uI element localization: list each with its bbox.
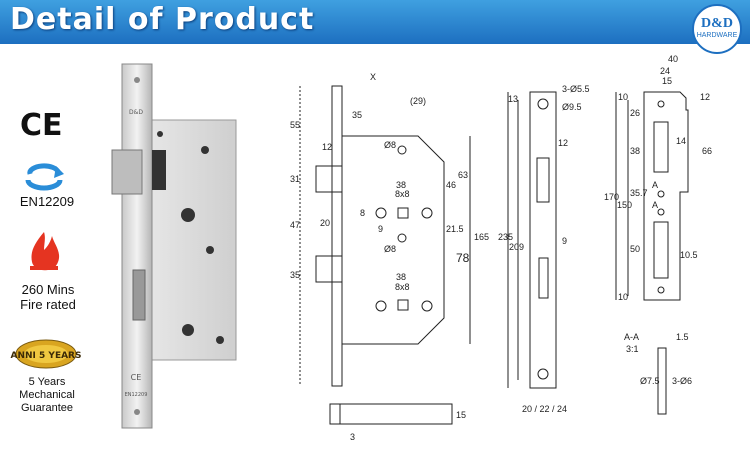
- photo-standard-mark: EN12209: [125, 392, 148, 398]
- dim-21-5: 21.5: [446, 224, 464, 234]
- dim-a-top: A: [652, 180, 658, 190]
- dim-165: 165: [474, 232, 489, 242]
- dim-38-top: 38: [396, 180, 406, 190]
- dim-38-strike: 38: [630, 146, 640, 156]
- dim-12-strike: 12: [700, 92, 710, 102]
- fire-icon: [30, 232, 60, 271]
- bottom-view-dims: 15 3: [350, 410, 466, 442]
- fire-rated-line2: Fire rated: [20, 297, 76, 312]
- dim-8: 8: [360, 208, 365, 218]
- lock-faceplate: [121, 63, 153, 429]
- dim-29: (29): [410, 96, 426, 106]
- dim-10-5: 10.5: [680, 250, 698, 260]
- section-dims: A-A 3:1 1.5 Ø7.5 3-Ø6: [624, 332, 692, 386]
- brand-logo-text: D&D: [701, 16, 733, 31]
- dim-26: 26: [630, 108, 640, 118]
- dim-31: 31: [290, 174, 300, 184]
- strike-dims: 40 24 15 10 12 26 38 14 66 170 150 35.7 …: [604, 54, 712, 302]
- dim-9: 9: [378, 224, 383, 234]
- dim-3-d5-5: 3-Ø5.5: [562, 84, 590, 94]
- dim-d8-top: Ø8: [384, 140, 396, 150]
- deadbolt-slot: [132, 269, 146, 321]
- bottom-view: [329, 403, 453, 425]
- front-deadbolt: [315, 255, 343, 283]
- brand-logo: D&D HARDWARE: [692, 4, 742, 54]
- dim-38-bottom: 38: [396, 272, 406, 282]
- en-standard-label: EN12209: [19, 194, 75, 209]
- dim-12-face: 12: [558, 138, 568, 148]
- front-case-outline: [342, 135, 445, 345]
- dim-235: 235: [498, 232, 513, 242]
- dim-x: X: [370, 72, 376, 82]
- photo-ce-mark: CE: [131, 373, 142, 382]
- dim-20-22-24: 20 / 22 / 24: [522, 404, 567, 414]
- guarantee-line3: Guarantee: [21, 402, 73, 414]
- dim-47: 47: [290, 220, 300, 230]
- dim-50: 50: [630, 244, 640, 254]
- front-faceplate: [331, 85, 343, 387]
- section-title: A-A: [624, 332, 639, 342]
- photo-brand-mark: D&D: [129, 109, 143, 116]
- dim-170: 170: [604, 192, 619, 202]
- dim-20: 20: [320, 218, 330, 228]
- dim-3-bottom: 3: [350, 432, 355, 442]
- dim-8x8-top: 8x8: [395, 189, 410, 199]
- dim-35-bottom: 35: [290, 270, 300, 280]
- front-view-dims: X (29) 55 35 12 31 Ø8 46 63 38 8x8 8 9 2…: [290, 72, 489, 292]
- dim-12: 12: [322, 142, 332, 152]
- latch-housing: [152, 150, 166, 190]
- dim-10-bottom: 10: [618, 292, 628, 302]
- dim-15: 15: [662, 76, 672, 86]
- dim-46: 46: [446, 180, 456, 190]
- strike-plate-outline: [643, 91, 689, 301]
- dim-8x8-bottom: 8x8: [395, 282, 410, 292]
- guarantee-line1: 5 Years: [28, 376, 66, 388]
- dim-d8-bottom: Ø8: [384, 244, 396, 254]
- dim-63: 63: [458, 170, 468, 180]
- fire-rated-line1: 260 Mins: [21, 282, 75, 297]
- latch-bolt: [111, 149, 143, 195]
- dim-1-5: 1.5: [676, 332, 689, 342]
- dim-13: 13: [508, 94, 518, 104]
- dim-40: 40: [668, 54, 678, 64]
- section-scale: 3:1: [626, 344, 639, 354]
- dim-15-bottom: 15: [456, 410, 466, 420]
- dim-a-bottom: A: [652, 200, 658, 210]
- dim-14: 14: [676, 136, 686, 146]
- dim-35-7: 35.7: [630, 188, 648, 198]
- dim-209: 209: [509, 242, 524, 252]
- svg-text:ANNI 5 YEARS: ANNI 5 YEARS: [11, 351, 82, 361]
- guarantee-line2: Mechanical: [19, 389, 75, 401]
- dim-d9-5: Ø9.5: [562, 102, 582, 112]
- dim-55: 55: [290, 120, 300, 130]
- section-a-a: [657, 347, 667, 415]
- dim-d7-5: Ø7.5: [640, 376, 660, 386]
- dim-9-face: 9: [562, 236, 567, 246]
- brand-logo-subtext: HARDWARE: [696, 32, 738, 39]
- header-banner: Detail of Product D&D HARDWARE: [0, 0, 750, 54]
- follower-hole: [181, 208, 195, 222]
- ce-mark: CE: [20, 108, 63, 143]
- page-title: Detail of Product: [10, 2, 315, 37]
- dim-3-d6: 3-Ø6: [672, 376, 692, 386]
- dim-78: 78: [456, 251, 470, 265]
- en-standard-icon: [25, 163, 64, 191]
- dim-10-top: 10: [618, 92, 628, 102]
- dim-66: 66: [702, 146, 712, 156]
- guarantee-seal-icon: ANNI 5 YEARS: [11, 339, 82, 369]
- dim-24: 24: [660, 66, 670, 76]
- front-latch: [315, 165, 343, 193]
- faceplate-outline: [529, 91, 557, 389]
- faceplate-dims: 13 3-Ø5.5 Ø9.5 12 235 209 9 20 / 22 / 24: [498, 84, 590, 414]
- dim-150: 150: [617, 200, 632, 210]
- dim-35-top: 35: [352, 110, 362, 120]
